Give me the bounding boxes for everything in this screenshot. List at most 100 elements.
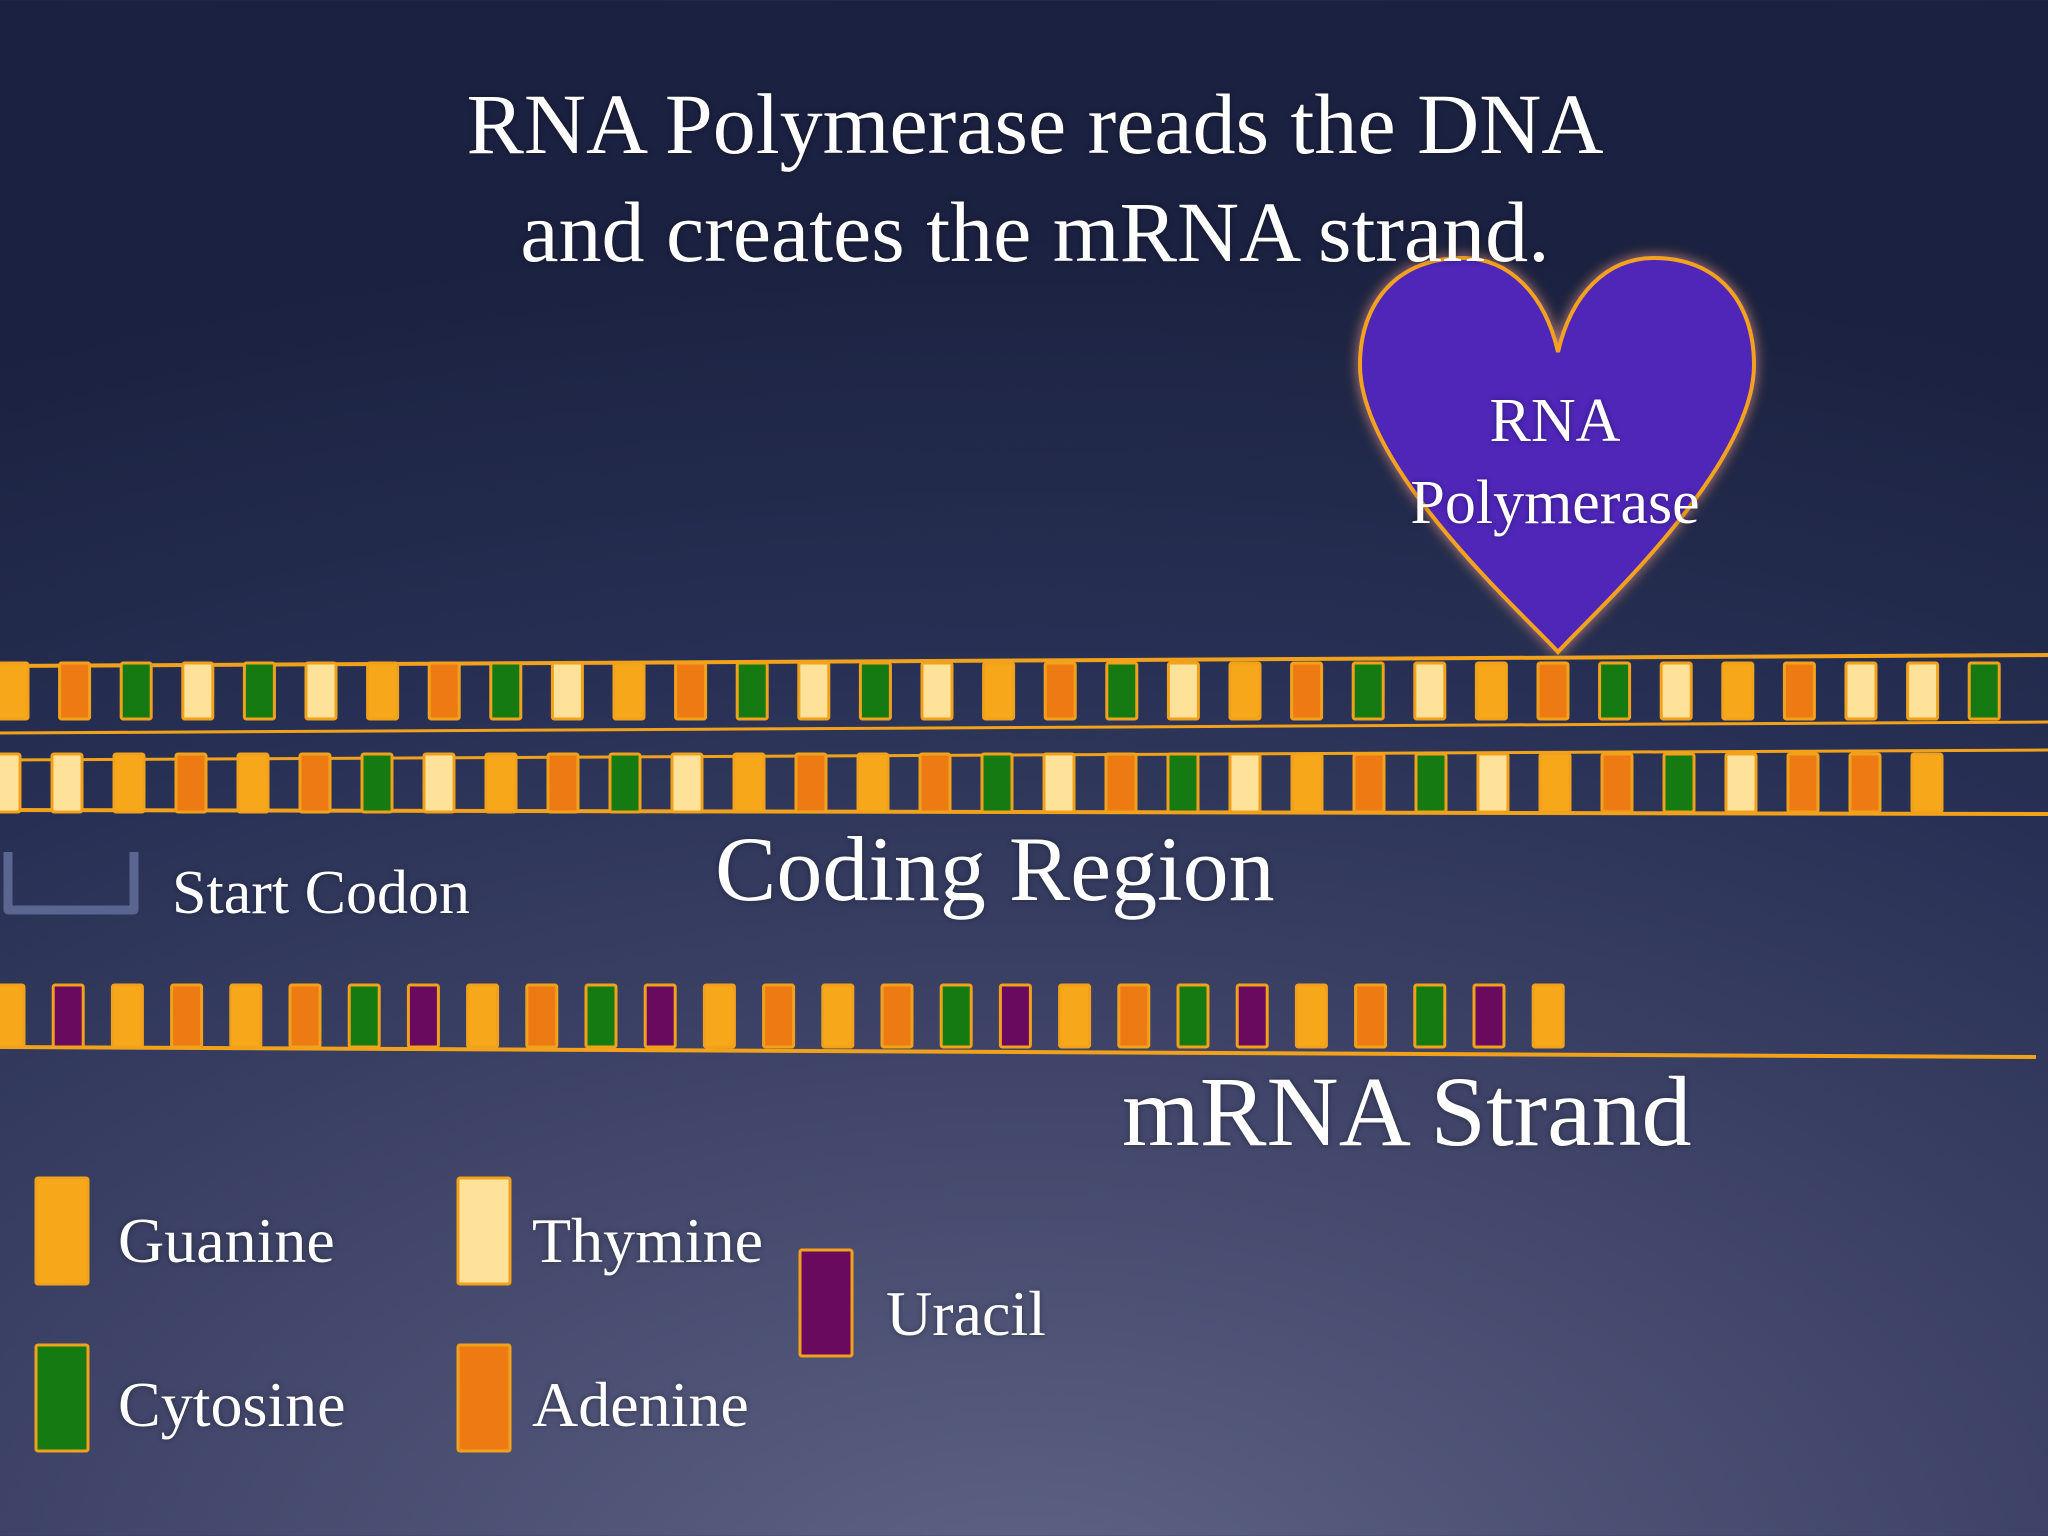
dna-top-base-g — [1474, 661, 1508, 721]
dna-top-base-g — [982, 661, 1016, 721]
dna-top-base-c — [1351, 661, 1385, 721]
dna-bottom-base-a — [298, 752, 332, 814]
mrna-base-u — [1235, 983, 1269, 1049]
mrna-base-g — [110, 983, 144, 1049]
mrna-base-u — [51, 983, 85, 1049]
dna-top-base-a — [1536, 661, 1570, 721]
dna-bottom-base-g — [236, 752, 270, 814]
dna-bottom-base-g — [1290, 752, 1324, 814]
dna-top-base-t — [920, 661, 954, 721]
dna-bottom-base-a — [1786, 752, 1820, 814]
start-codon-bracket — [3, 852, 139, 915]
dna-bottom-base-g — [1538, 752, 1572, 814]
dna-top-base-t — [797, 661, 831, 721]
mrna-base-a — [170, 983, 204, 1049]
dna-bottom-base-a — [1104, 752, 1138, 814]
dna-top-strand — [0, 653, 2048, 735]
legend-label-cytosine: Cytosine — [118, 1369, 346, 1440]
mrna-base-g — [1058, 983, 1092, 1049]
mrna-base-g — [466, 983, 500, 1049]
legend-swatch-thymine — [456, 1176, 512, 1286]
mrna-base-u — [643, 983, 677, 1049]
legend-swatch-cytosine — [34, 1343, 90, 1453]
dna-top-base-t — [304, 661, 338, 721]
slide-title-line-2: and creates the mRNA strand. — [520, 184, 1550, 280]
dna-bottom-base-g — [856, 752, 890, 814]
dna-top-base-t — [1906, 661, 1940, 721]
rna-polymerase-label-line-2: Polymerase — [1410, 469, 1700, 537]
dna-bottom-base-a — [1848, 752, 1882, 814]
dna-top-base-c — [119, 661, 153, 721]
mrna-base-u — [406, 983, 440, 1049]
legend-label-guanine: Guanine — [118, 1205, 335, 1276]
mrna-strand-label: mRNA Strand — [1122, 1056, 1692, 1167]
dna-bottom-base-g — [732, 752, 766, 814]
dna-top-base-a — [58, 661, 92, 721]
dna-bottom-base-c — [608, 752, 642, 814]
mrna-base-a — [880, 983, 914, 1049]
mrna-base-g — [0, 983, 26, 1049]
dna-bottom-base-c — [980, 752, 1014, 814]
dna-bottom-base-a — [1352, 752, 1386, 814]
dna-top-base-g — [1228, 661, 1262, 721]
dna-top-base-g — [0, 661, 30, 721]
mrna-base-c — [939, 983, 973, 1049]
dna-bottom-base-g — [1910, 752, 1944, 814]
dna-bottom-base-t — [670, 752, 704, 814]
dna-top-base-c — [858, 661, 892, 721]
dna-bottom-base-t — [0, 752, 22, 814]
start-codon-label: Start Codon — [172, 859, 470, 927]
mrna-base-g — [821, 983, 855, 1049]
dna-top-base-a — [427, 661, 461, 721]
dna-bottom-base-t — [1476, 752, 1510, 814]
coding-region-label: Coding Region — [715, 818, 1275, 920]
legend-label-adenine: Adenine — [532, 1369, 749, 1440]
legend-swatch-adenine — [456, 1343, 512, 1453]
dna-top-base-a — [1043, 661, 1077, 721]
dna-bottom-base-t — [1724, 752, 1758, 814]
dna-bottom-base-c — [1166, 752, 1200, 814]
dna-top-base-g — [612, 661, 646, 721]
dna-bottom-base-a — [918, 752, 952, 814]
dna-top-base-a — [1782, 661, 1816, 721]
legend-swatch-uracil — [798, 1248, 854, 1358]
dna-top-base-a — [674, 661, 708, 721]
mrna-base-c — [1176, 983, 1210, 1049]
mrna-base-c — [347, 983, 381, 1049]
dna-top-base-c — [489, 661, 523, 721]
legend-label-thymine: Thymine — [532, 1205, 764, 1276]
dna-top-backbone-upper — [0, 653, 2048, 668]
dna-bottom-base-g — [112, 752, 146, 814]
dna-top-base-c — [735, 661, 769, 721]
dna-top-base-t — [1659, 661, 1693, 721]
dna-bottom-backbone-lower — [0, 808, 2048, 816]
mrna-backbone — [0, 1045, 2037, 1059]
mrna-base-g — [1531, 983, 1565, 1049]
legend-swatch-guanine — [34, 1176, 90, 1286]
mrna-base-a — [525, 983, 559, 1049]
dna-bottom-backbone-upper — [0, 748, 2048, 762]
mrna-base-g — [1294, 983, 1328, 1049]
rna-polymerase-label: RNA Polymerase — [1360, 380, 1750, 544]
dna-bottom-base-t — [50, 752, 84, 814]
dna-bottom-base-a — [174, 752, 208, 814]
dna-top-base-t — [1413, 661, 1447, 721]
dna-top-base-g — [1721, 661, 1755, 721]
mrna-base-u — [998, 983, 1032, 1049]
rna-polymerase-label-line-1: RNA — [1489, 387, 1621, 455]
mrna-base-g — [702, 983, 736, 1049]
mrna-base-u — [1472, 983, 1506, 1049]
dna-top-base-t — [1844, 661, 1878, 721]
rna-polymerase-heart — [1357, 255, 1757, 656]
dna-bottom-base-t — [422, 752, 456, 814]
dna-top-base-c — [1105, 661, 1139, 721]
dna-bottom-base-c — [360, 752, 394, 814]
dna-top-base-t — [181, 661, 215, 721]
dna-top-base-c — [1967, 661, 2001, 721]
mrna-base-a — [1117, 983, 1151, 1049]
dna-top-base-c — [242, 661, 276, 721]
dna-bottom-base-a — [794, 752, 828, 814]
dna-bottom-base-c — [1662, 752, 1696, 814]
dna-top-base-g — [366, 661, 400, 721]
